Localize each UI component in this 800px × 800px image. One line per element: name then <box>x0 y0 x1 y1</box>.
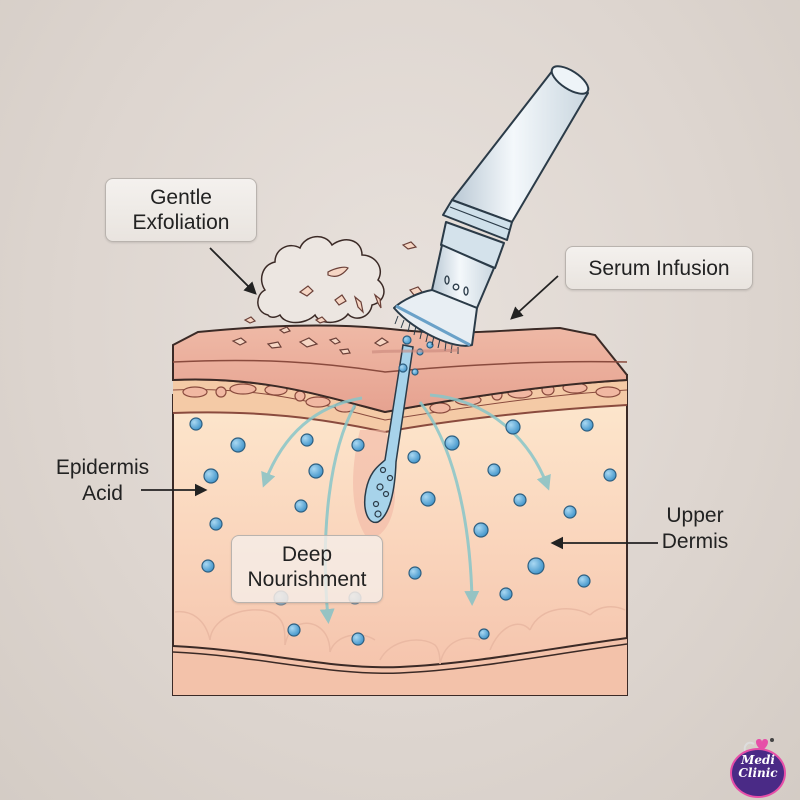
label-line: Upper <box>666 504 724 527</box>
label-line: Epidermis <box>55 456 150 479</box>
label-line: Gentle <box>150 186 212 209</box>
logo-badge <box>730 748 786 798</box>
pointer-arrows <box>141 247 658 550</box>
serum-infusion-device <box>371 65 590 354</box>
label-line: Acid <box>82 482 123 506</box>
logo-line: Medi <box>741 753 775 767</box>
logo-text: Medi Clinic <box>730 754 786 780</box>
epidermis-acid-label: Epidermis Acid <box>30 455 175 508</box>
serum-infusion-label: Serum Infusion <box>565 246 753 290</box>
gentle-exfoliation-label: Gentle Exfoliation <box>105 178 257 242</box>
medi-clinic-logo: Medi Clinic <box>730 738 788 798</box>
label-line: Serum Infusion <box>588 257 730 280</box>
serum-infusion-arrow <box>510 275 559 320</box>
exfoliation-cloud <box>243 236 423 334</box>
label-line: Deep <box>281 543 333 566</box>
label-line: Exfoliation <box>132 211 230 235</box>
label-line: Nourishment <box>247 568 367 592</box>
deep-nourishment-label: Deep Nourishment <box>231 535 383 603</box>
upper-dermis-label: Upper Dermis <box>640 503 750 556</box>
logo-line: Clinic <box>738 766 778 780</box>
gentle-exfoliation-arrow <box>209 247 257 295</box>
serum-channel <box>353 344 414 538</box>
label-line: Dermis <box>661 530 729 554</box>
